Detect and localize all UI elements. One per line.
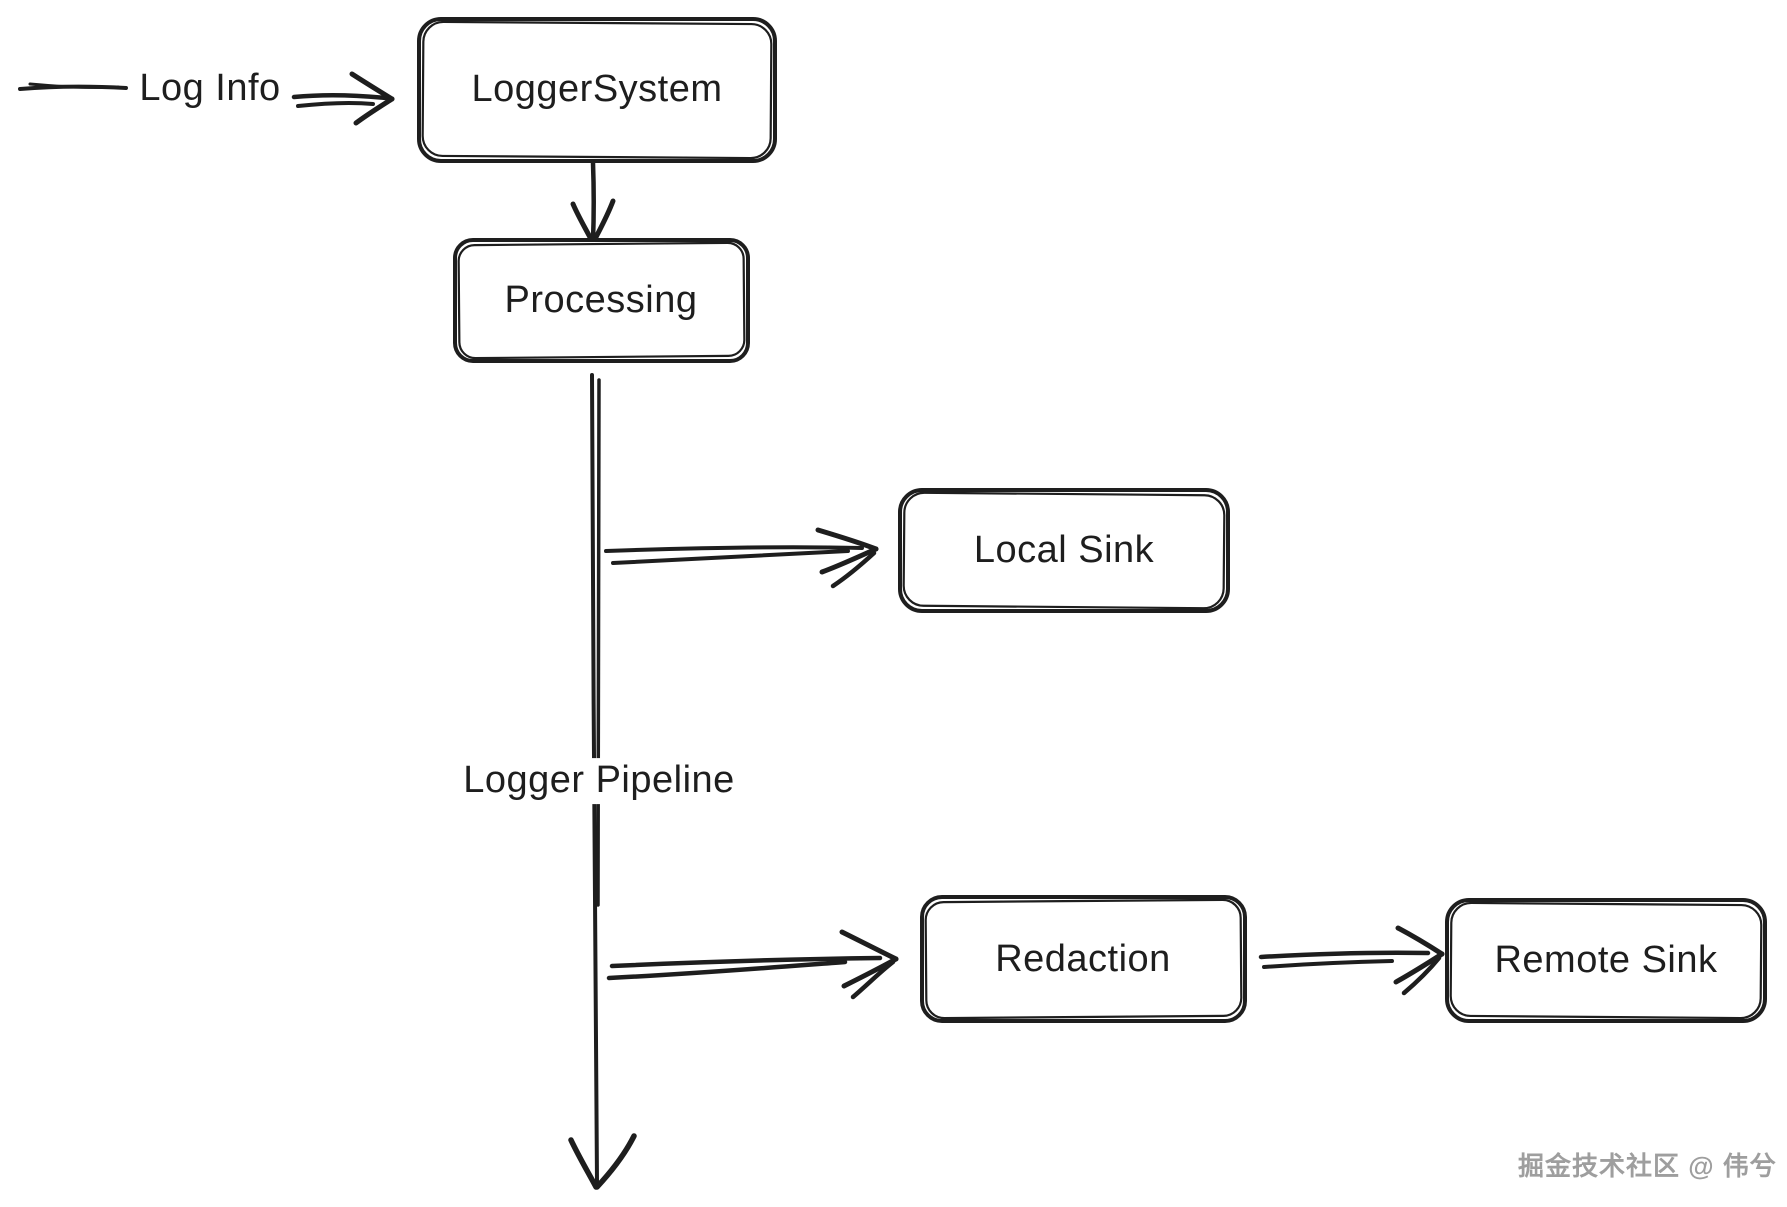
node-remote-sink-label: Remote Sink [1494,939,1718,982]
node-loggersystem-label: LoggerSystem [471,68,723,111]
arrow-pipeline-to-local-sink-icon [604,527,879,589]
arrow-log-info-to-loggersystem-icon [291,71,395,126]
node-processing-box [453,238,750,363]
arrow-redaction-to-remote-sink-icon [1258,925,1445,996]
node-redaction-box [920,895,1247,1023]
node-processing-label: Processing [504,279,698,322]
node-local-sink-label: Local Sink [973,529,1155,572]
node-redaction-label: Redaction [995,938,1171,981]
node-remote-sink-box [1445,898,1767,1023]
juejin-watermark: 掘金技术社区 @ 伟兮 [1518,1151,1777,1181]
intro-line [18,82,128,91]
log-info-label: Log Info [139,67,281,110]
arrow-pipeline-to-redaction-icon [606,929,899,1000]
logger-pipeline-label: Logger Pipeline [455,758,743,804]
node-loggersystem-box [417,17,777,163]
arrow-loggersystem-to-processing-icon [570,160,616,246]
node-local-sink-box [898,488,1230,613]
